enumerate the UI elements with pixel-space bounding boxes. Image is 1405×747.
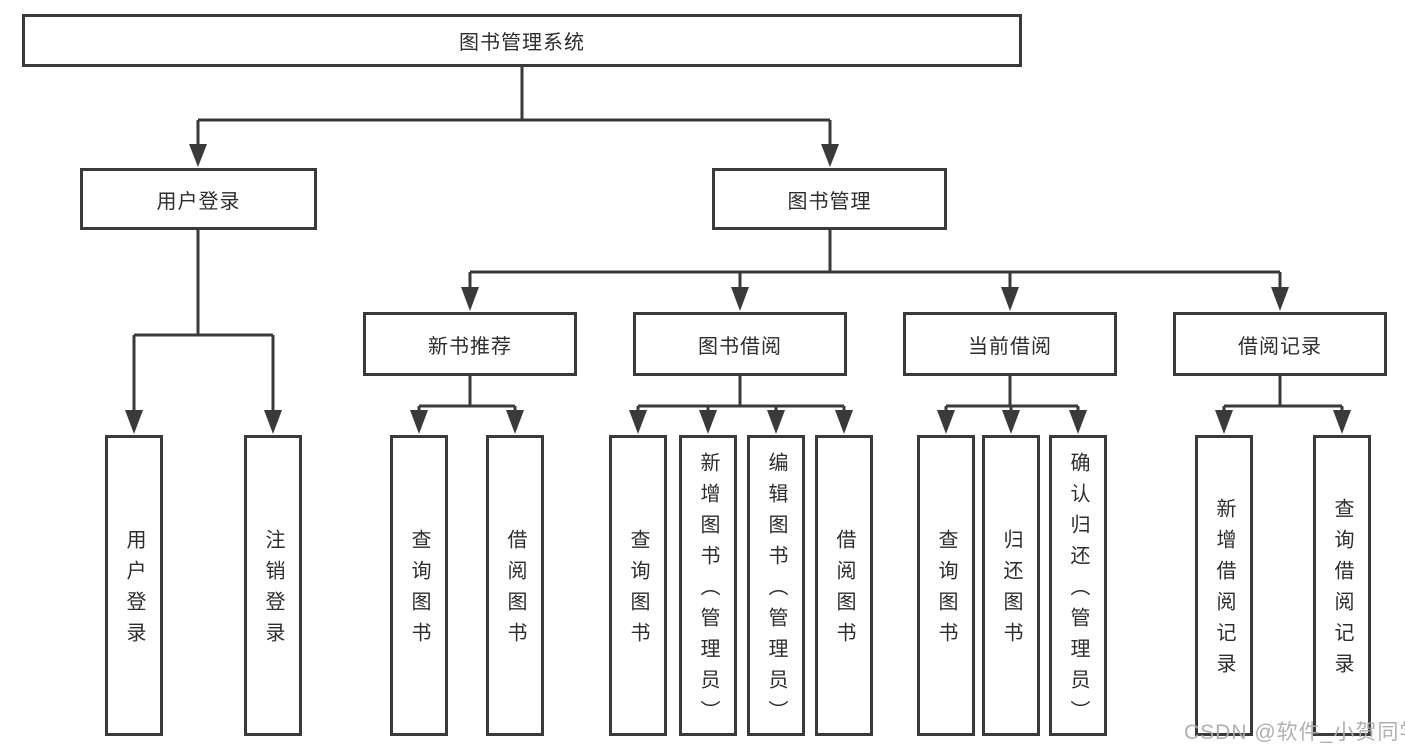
- leaf-user-login: 用户登录: [105, 435, 163, 736]
- leaf-cb-return-book: 归还图书: [982, 435, 1040, 736]
- leaf-br-query-record-label: 查询借阅记录: [1331, 498, 1353, 684]
- leaf-br-add-record-label: 新增借阅记录: [1213, 498, 1235, 684]
- connector-root-to-level2: [189, 66, 839, 167]
- connector-book-borrowing-to-leaves: [629, 376, 853, 434]
- leaf-br-query-record: 查询借阅记录: [1313, 435, 1371, 736]
- node-borrowing-records: 借阅记录: [1173, 312, 1387, 376]
- node-book-management: 图书管理: [712, 168, 947, 230]
- leaf-bb-edit-book-admin: 编辑图书（管理员）: [747, 435, 805, 736]
- leaf-bb-borrow-books: 借阅图书: [815, 435, 873, 736]
- leaf-br-add-record: 新增借阅记录: [1195, 435, 1253, 736]
- leaf-user-login-label: 用户登录: [123, 529, 145, 653]
- leaf-logout: 注销登录: [244, 435, 302, 736]
- leaf-bb-query-books-label: 查询图书: [627, 529, 649, 653]
- node-new-book-recommendation: 新书推荐: [363, 312, 577, 376]
- connector-borrowing-records-to-leaves: [1215, 376, 1351, 434]
- connector-book-management-to-level3: [461, 230, 1289, 311]
- connector-current-borrowing-to-leaves: [937, 376, 1087, 434]
- leaf-cb-return-book-label: 归还图书: [1000, 529, 1022, 653]
- node-root: 图书管理系统: [22, 14, 1022, 67]
- leaf-bb-edit-book-admin-label: 编辑图书（管理员）: [765, 451, 787, 731]
- leaf-bb-query-books: 查询图书: [609, 435, 667, 736]
- leaf-bb-add-book-admin-label: 新增图书（管理员）: [697, 451, 719, 731]
- leaf-bb-add-book-admin: 新增图书（管理员）: [679, 435, 737, 736]
- leaf-nbr-borrow-books: 借阅图书: [486, 435, 544, 736]
- leaf-cb-query-books-label: 查询图书: [935, 529, 957, 653]
- connector-new-book-recommendation-to-leaves: [410, 376, 524, 434]
- connector-user-login-to-leaves: [125, 230, 282, 434]
- leaf-nbr-query-books: 查询图书: [390, 435, 448, 736]
- node-book-borrowing: 图书借阅: [633, 312, 847, 376]
- node-current-borrowing: 当前借阅: [903, 312, 1117, 376]
- watermark: CSDN @软件_小贺同学: [1184, 721, 1405, 744]
- leaf-cb-query-books: 查询图书: [917, 435, 975, 736]
- leaf-logout-label: 注销登录: [262, 529, 284, 653]
- leaf-cb-confirm-return-admin: 确认归还（管理员）: [1049, 435, 1107, 736]
- leaf-cb-confirm-return-admin-label: 确认归还（管理员）: [1067, 451, 1089, 731]
- leaf-nbr-borrow-books-label: 借阅图书: [504, 529, 526, 653]
- leaf-nbr-query-books-label: 查询图书: [408, 529, 430, 653]
- node-user-login: 用户登录: [80, 168, 317, 230]
- leaf-bb-borrow-books-label: 借阅图书: [833, 529, 855, 653]
